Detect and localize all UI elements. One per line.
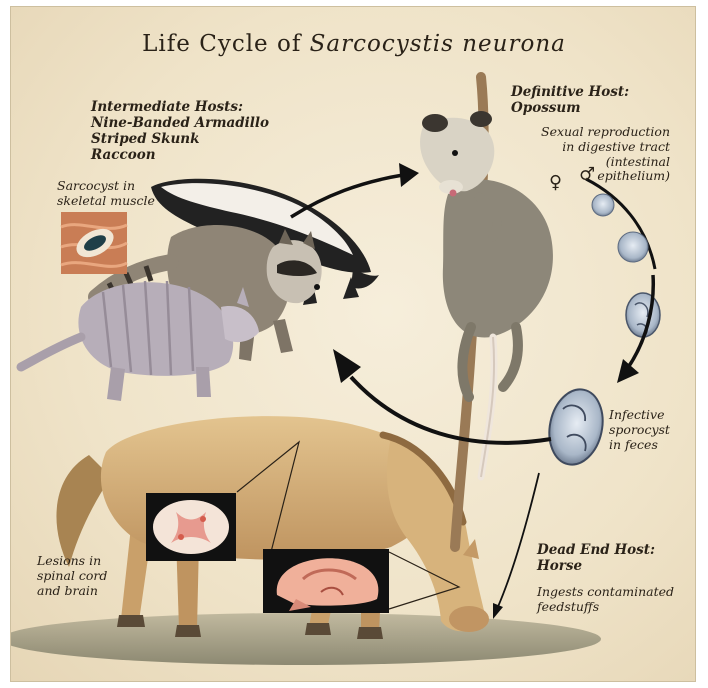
sarcocyst-line-1: Sarcocyst in: [57, 179, 155, 194]
brain-inset: [263, 549, 389, 613]
definitive-host-label: Definitive Host: Opossum: [511, 85, 629, 117]
title-species: Sarcocystis neurona: [310, 31, 566, 57]
sexual-line-1: Sexual reproduction: [541, 125, 670, 140]
female-symbol-icon: ♀: [549, 172, 562, 193]
infective-sporocyst: [543, 384, 610, 469]
arrow-sporocyst-to-horse: [493, 473, 539, 619]
grass-ground: [11, 613, 601, 665]
diagram-frame: Life Cycle of Sarcocystis neurona Interm…: [10, 6, 696, 682]
intermediate-hosts-label: Intermediate Hosts: Nine-Banded Armadill…: [91, 100, 269, 164]
dead-end-host-label: Dead End Host: Horse: [537, 543, 655, 575]
sporocyst-line-3: in feces: [609, 438, 670, 453]
intermediate-host-raccoon: Raccoon: [91, 148, 269, 164]
diagram-title: Life Cycle of Sarcocystis neurona: [11, 31, 696, 58]
ingests-label: Ingests contaminated feedstuffs: [537, 585, 674, 615]
ingests-line-2: feedstuffs: [537, 600, 674, 615]
ingests-line-1: Ingests contaminated: [537, 585, 674, 600]
definitive-host-name: Opossum: [511, 101, 629, 117]
title-main: Life Cycle of: [142, 31, 310, 57]
spinal-cord-inset: [146, 493, 236, 561]
sporocyst-line-2: sporocyst: [609, 423, 670, 438]
sexual-line-2: in digestive tract: [541, 140, 670, 155]
dead-end-host-name: Horse: [537, 559, 655, 575]
sarcocyst-inset: [61, 212, 127, 274]
dead-end-heading: Dead End Host:: [537, 543, 655, 559]
lesions-line-3: and brain: [37, 584, 107, 599]
sporocyst-label: Infective sporocyst in feces: [609, 408, 670, 452]
lesions-label: Lesions in spinal cord and brain: [37, 554, 107, 598]
definitive-heading: Definitive Host:: [511, 85, 629, 101]
intermediate-host-armadillo: Nine-Banded Armadillo: [91, 116, 269, 132]
sexual-line-3: (intestinal: [541, 155, 670, 170]
intermediate-host-skunk: Striped Skunk: [91, 132, 269, 148]
male-symbol-icon: ♂: [579, 164, 595, 185]
sarcocyst-label: Sarcocyst in skeletal muscle: [57, 179, 155, 209]
intermediate-heading: Intermediate Hosts:: [91, 100, 269, 116]
sarcocyst-line-2: skeletal muscle: [57, 194, 155, 209]
lesions-line-2: spinal cord: [37, 569, 107, 584]
sporocyst-line-1: Infective: [609, 408, 670, 423]
lesions-line-1: Lesions in: [37, 554, 107, 569]
